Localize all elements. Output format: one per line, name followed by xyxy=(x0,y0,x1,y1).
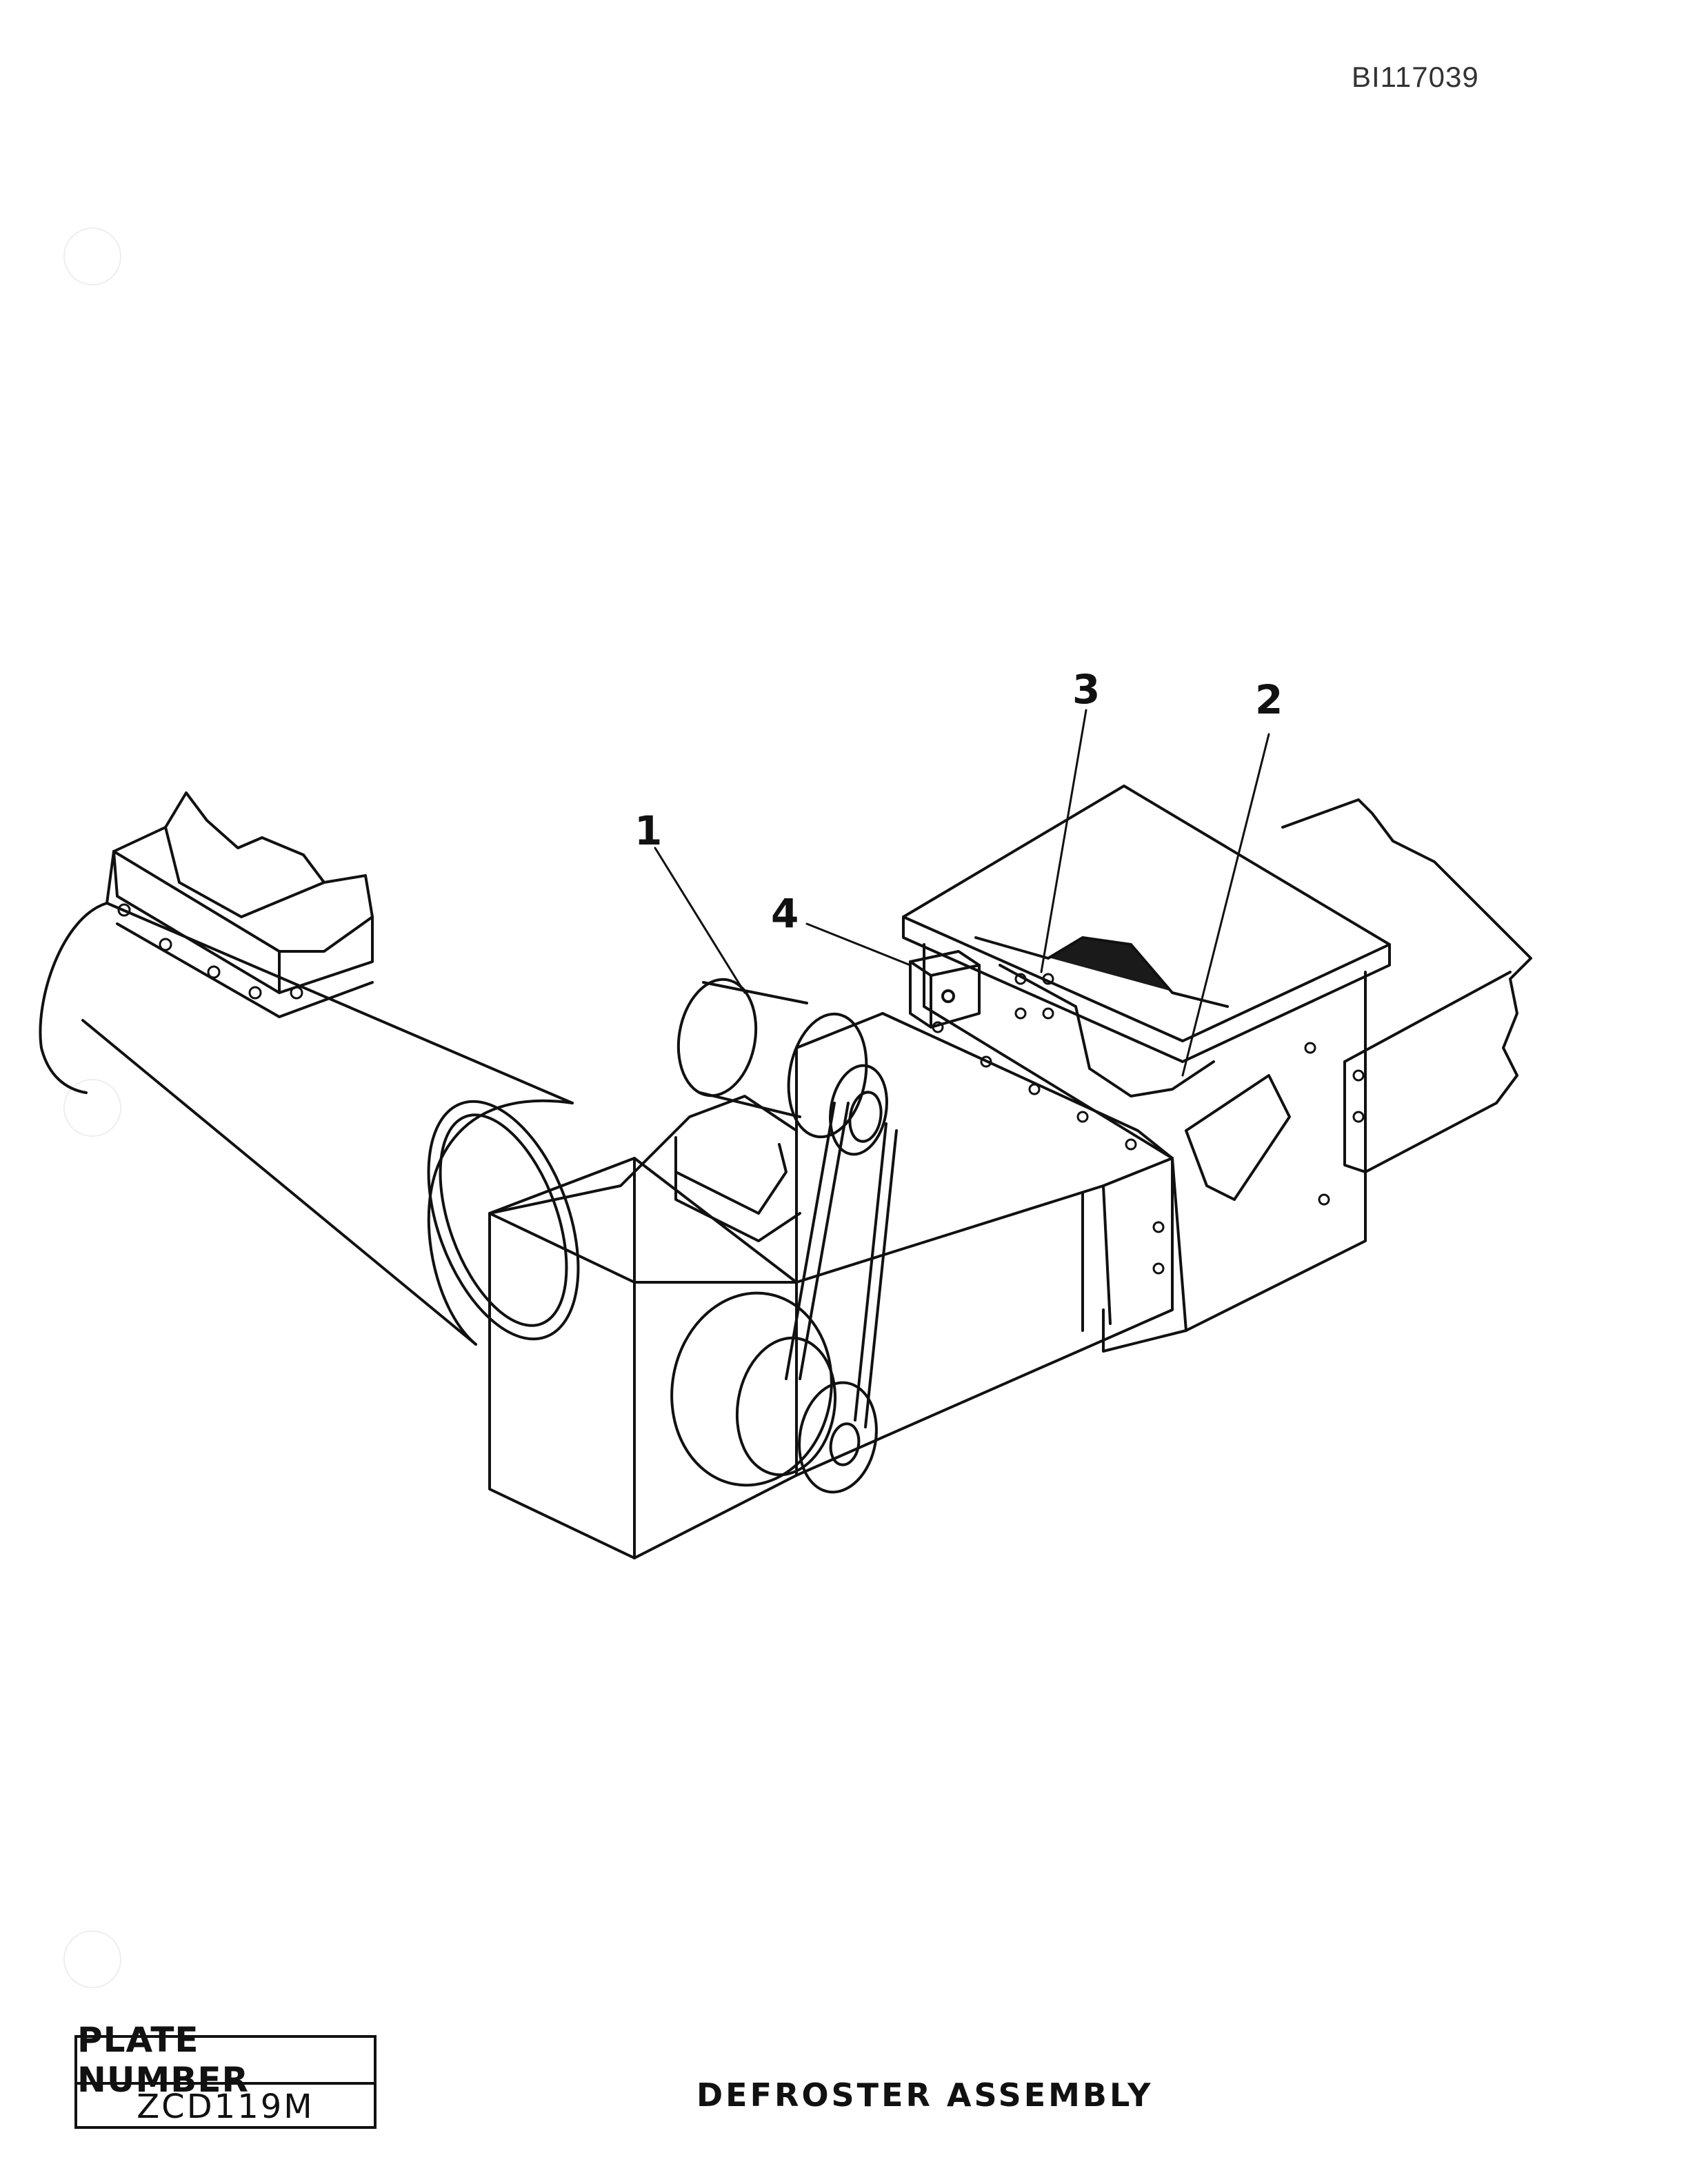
callout-1: 1 xyxy=(634,807,662,854)
heater-box xyxy=(902,785,1391,1353)
callout-leaders xyxy=(654,709,1270,1077)
plate-number-box: PLATE NUMBER ZCD119M xyxy=(74,2020,377,2129)
intake-tube xyxy=(39,902,580,1346)
plate-label: PLATE NUMBER xyxy=(77,2020,374,2100)
callout-3: 3 xyxy=(1072,666,1100,713)
punch-hole-top xyxy=(63,228,121,285)
plate-number: ZCD119M xyxy=(137,2087,314,2126)
figure-caption: DEFROSTER ASSEMBLY xyxy=(696,2076,1154,2114)
outlet-duct xyxy=(1281,798,1532,1173)
blower-housing xyxy=(488,1095,798,1559)
callout-4: 4 xyxy=(771,890,799,937)
drive-belt xyxy=(785,1102,898,1428)
punch-hole-middle xyxy=(63,1079,121,1137)
fan-motor xyxy=(674,978,868,1242)
fan-pulley xyxy=(670,1291,878,1494)
motor-pulley xyxy=(829,1064,888,1156)
punch-hole-bottom xyxy=(63,1930,121,1988)
connecting-duct xyxy=(795,1012,1174,1477)
callout-2: 2 xyxy=(1255,676,1283,723)
document-id: BI117039 xyxy=(1352,61,1479,93)
sensor-bracket xyxy=(909,950,981,1029)
duct-stub xyxy=(106,791,374,1018)
rivets xyxy=(117,903,1365,1275)
